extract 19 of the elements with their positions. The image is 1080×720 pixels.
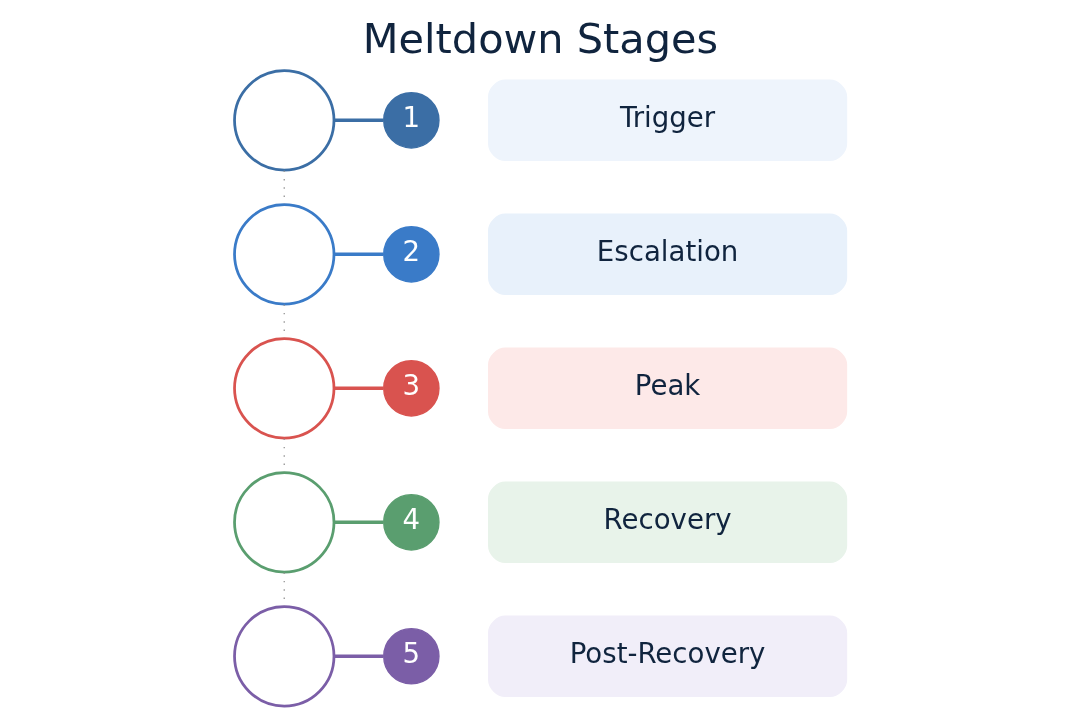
node-box: Recovery	[487, 481, 847, 564]
node-circle: 3	[382, 360, 440, 417]
node-box: Peak	[487, 347, 847, 430]
node-circle	[232, 471, 335, 574]
node-circle: 4	[382, 494, 440, 551]
node-box: Escalation	[487, 213, 847, 296]
node-circle: 2	[382, 226, 440, 283]
node-circle	[232, 337, 335, 440]
connector	[333, 386, 383, 391]
connector	[333, 654, 383, 659]
node-circle	[232, 605, 335, 708]
node-circle	[232, 69, 335, 172]
connector	[333, 520, 383, 525]
node-circle: 1	[382, 92, 440, 149]
diagram-title: Meltdown Stages	[362, 14, 718, 63]
node-circle: 5	[382, 628, 440, 685]
connector	[333, 252, 383, 257]
node-circle	[232, 203, 335, 306]
connector	[333, 118, 383, 123]
